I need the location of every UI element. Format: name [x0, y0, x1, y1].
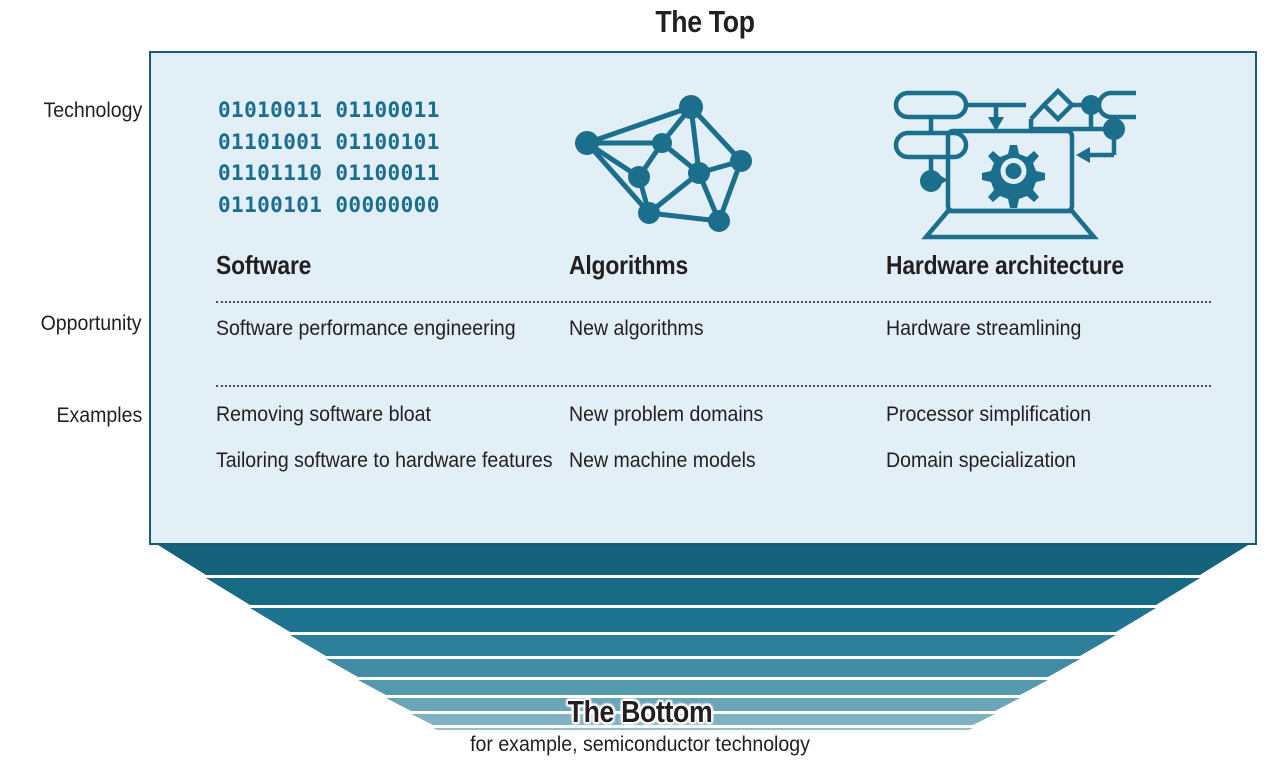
column-heading-hardware-architecture: Hardware architecture: [886, 250, 1124, 280]
funnel-band: [326, 659, 1080, 677]
cell-example-algorithms-2: New machine models: [569, 449, 756, 472]
funnel-graphic: [158, 545, 1248, 730]
divider-examples: [216, 385, 1211, 387]
network-graph-svg: [575, 95, 752, 232]
bottom-title: The Bottom: [567, 694, 713, 729]
cell-example-hardware-2: Domain specialization: [886, 449, 1076, 472]
cell-opportunity-hardware: Hardware streamlining: [886, 317, 1082, 340]
funnel-band: [386, 698, 1020, 711]
column-software: 01010011 01100011 01101001 01100101 0110…: [216, 53, 561, 543]
laptop-gear-flowchart-icon: [886, 85, 1226, 250]
funnel-bands: [158, 545, 1248, 730]
cell-opportunity-software: Software performance engineering: [216, 317, 516, 340]
laptop-gear-flowchart-svg: [893, 87, 1136, 240]
cell-example-algorithms-1: New problem domains: [569, 403, 764, 426]
funnel-band: [433, 728, 973, 730]
funnel-band: [290, 635, 1116, 656]
column-hardware-architecture: Hardware architecture Hardware streamlin…: [886, 53, 1226, 543]
funnel-band: [158, 545, 1248, 575]
column-heading-algorithms: Algorithms: [569, 250, 689, 280]
funnel-band: [250, 608, 1156, 632]
network-graph-icon: [569, 85, 869, 250]
funnel-band: [206, 578, 1200, 605]
row-label-opportunity: Opportunity: [41, 312, 142, 335]
column-heading-software: Software: [216, 250, 312, 280]
cell-example-hardware-1: Processor simplification: [886, 403, 1092, 426]
cell-opportunity-algorithms: New algorithms: [569, 317, 704, 340]
bottom-subtitle: for example, semiconductor technology: [470, 733, 810, 756]
funnel-band: [358, 680, 1048, 695]
column-algorithms: Algorithms New algorithms New problem do…: [569, 53, 869, 543]
gear-icon: [982, 145, 1045, 208]
top-panel: 01010011 01100011 01101001 01100101 0110…: [149, 51, 1257, 545]
cell-example-software-2: Tailoring software to hardware features: [216, 449, 553, 472]
binary-code-text: 01010011 01100011 01101001 01100101 0110…: [218, 98, 440, 217]
binary-code-icon: 01010011 01100011 01101001 01100101 0110…: [216, 85, 561, 250]
funnel-band: [411, 714, 995, 725]
row-label-examples: Examples: [56, 404, 142, 427]
row-label-technology: Technology: [43, 99, 142, 122]
cell-example-software-1: Removing software bloat: [216, 403, 431, 426]
page-title: The Top: [655, 4, 755, 39]
divider-opportunity: [216, 301, 1211, 303]
